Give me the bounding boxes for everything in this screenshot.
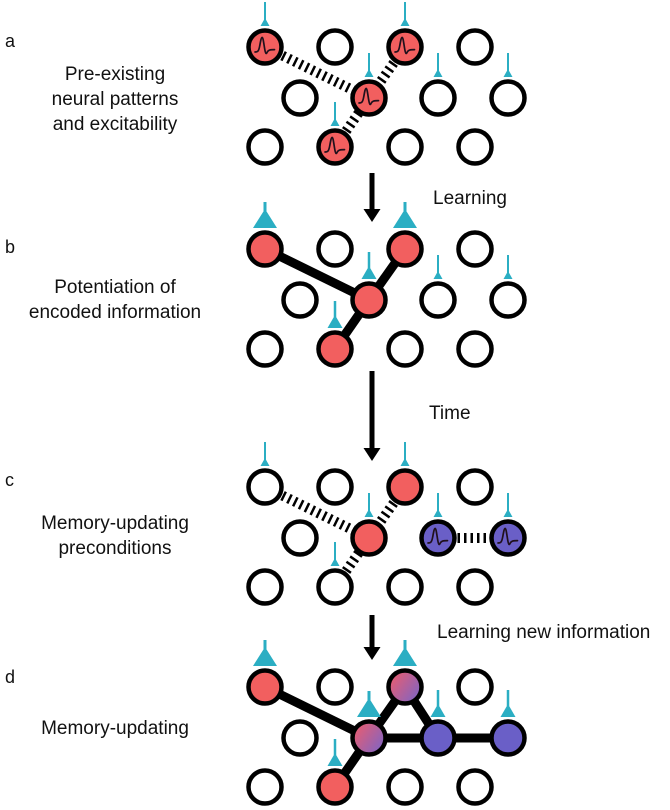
neuron-circle [350, 519, 388, 557]
neuron-circle [386, 230, 424, 268]
neuron-circle [386, 468, 424, 506]
neuron-circle [489, 719, 527, 757]
neuron-circle [350, 719, 388, 757]
excitability-triangle-icon [433, 271, 443, 279]
panel-title-d: Memory-updating [5, 716, 225, 741]
excitability-triangle-icon [330, 118, 340, 126]
excitability-triangle-icon [364, 69, 374, 77]
excitability-triangle-icon [393, 647, 417, 666]
neuron-circle [419, 281, 457, 319]
excitability-triangle-icon [400, 18, 410, 26]
excitability-triangle-icon [253, 647, 277, 666]
neuron-circle [386, 768, 424, 806]
excitability-triangle-icon [433, 69, 443, 77]
flow-arrow-head [363, 209, 381, 222]
neuron-circle [386, 568, 424, 606]
panel-label-b: b [5, 237, 16, 257]
arrow-label-learning: Learning [433, 188, 507, 209]
excitability-triangle-icon [430, 704, 446, 717]
neuron-circle [489, 281, 527, 319]
excitability-triangle-icon [357, 698, 381, 717]
excitability-triangle-icon [503, 271, 513, 279]
neuron-circle [456, 28, 494, 66]
neuron-circle [316, 28, 354, 66]
neuron-circle [316, 668, 354, 706]
title-line: Potentiation of [54, 277, 176, 298]
flow-arrow-head [363, 448, 381, 461]
neuron-circle [281, 519, 319, 557]
excitability-triangle-icon [361, 266, 377, 279]
spike-waveform [358, 87, 380, 106]
title-line: Memory-updating [41, 513, 189, 534]
excitability-triangle-icon [327, 753, 343, 766]
excitability-triangle-icon [260, 458, 270, 466]
excitability-triangle-icon [393, 209, 417, 228]
neuron-circle [246, 768, 284, 806]
excitability-triangle-icon [500, 704, 516, 717]
neuron-circle [316, 468, 354, 506]
excitability-triangle-icon [400, 458, 410, 466]
neuron-circle [456, 568, 494, 606]
panel-title-a: Pre-existing neural patterns and excitab… [5, 62, 225, 137]
spike-waveform [254, 36, 276, 55]
neuron-circle [386, 668, 424, 706]
neuron-circle [456, 668, 494, 706]
connection-solid [263, 682, 371, 743]
excitability-triangle-icon [253, 209, 277, 228]
neuron-circle [489, 79, 527, 117]
panel-label-d: d [5, 667, 16, 687]
title-line: preconditions [58, 538, 172, 559]
excitability-triangle-icon [330, 558, 340, 566]
neuron-circle [456, 768, 494, 806]
excitability-triangle-icon [433, 509, 443, 517]
neuron-circle [456, 230, 494, 268]
title-line: Pre-existing [64, 64, 166, 85]
neuron-circle [316, 568, 354, 606]
excitability-triangle-icon [503, 509, 513, 517]
neuron-circle [281, 79, 319, 117]
neuron-circle [246, 128, 284, 166]
neuron-circle [419, 79, 457, 117]
neuron-circle [419, 719, 457, 757]
excitability-triangle-icon [503, 69, 513, 77]
connection-solid [263, 244, 371, 305]
neuron-circle [246, 230, 284, 268]
neuron-circle [456, 128, 494, 166]
neuron-circle [386, 128, 424, 166]
arrow-label-time: Time [429, 403, 471, 424]
excitability-triangle-icon [260, 18, 270, 26]
neuron-circle [456, 468, 494, 506]
title-line: Memory-updating [41, 718, 189, 739]
neuron-circle [246, 668, 284, 706]
panel-title-b: Potentiation of encoded information [5, 275, 225, 325]
excitability-triangle-icon [364, 509, 374, 517]
neuron-circle [386, 330, 424, 368]
neuron-circle [281, 719, 319, 757]
spike-waveform [497, 527, 519, 546]
flow-arrow-head [363, 647, 381, 660]
neuron-circle [281, 281, 319, 319]
neuron-circle [246, 568, 284, 606]
neuron-circle [456, 330, 494, 368]
panel-label-c: c [5, 470, 14, 490]
neuron-circle [316, 330, 354, 368]
arrow-label-learning-new-information: Learning new information [437, 622, 651, 643]
neuron-circle [316, 768, 354, 806]
spike-waveform [427, 527, 449, 546]
excitability-triangle-icon [327, 315, 343, 328]
spike-waveform [324, 136, 346, 155]
panel-label-a: a [5, 31, 16, 51]
spike-waveform [394, 36, 416, 55]
neuron-circle [246, 330, 284, 368]
neuron-circle [246, 468, 284, 506]
panel-title-c: Memory-updating preconditions [5, 511, 225, 561]
neuron-circle [350, 281, 388, 319]
title-line: encoded information [28, 302, 202, 323]
title-line: and excitability [52, 114, 178, 135]
title-line: neural patterns [51, 89, 179, 110]
neuron-circle [316, 230, 354, 268]
